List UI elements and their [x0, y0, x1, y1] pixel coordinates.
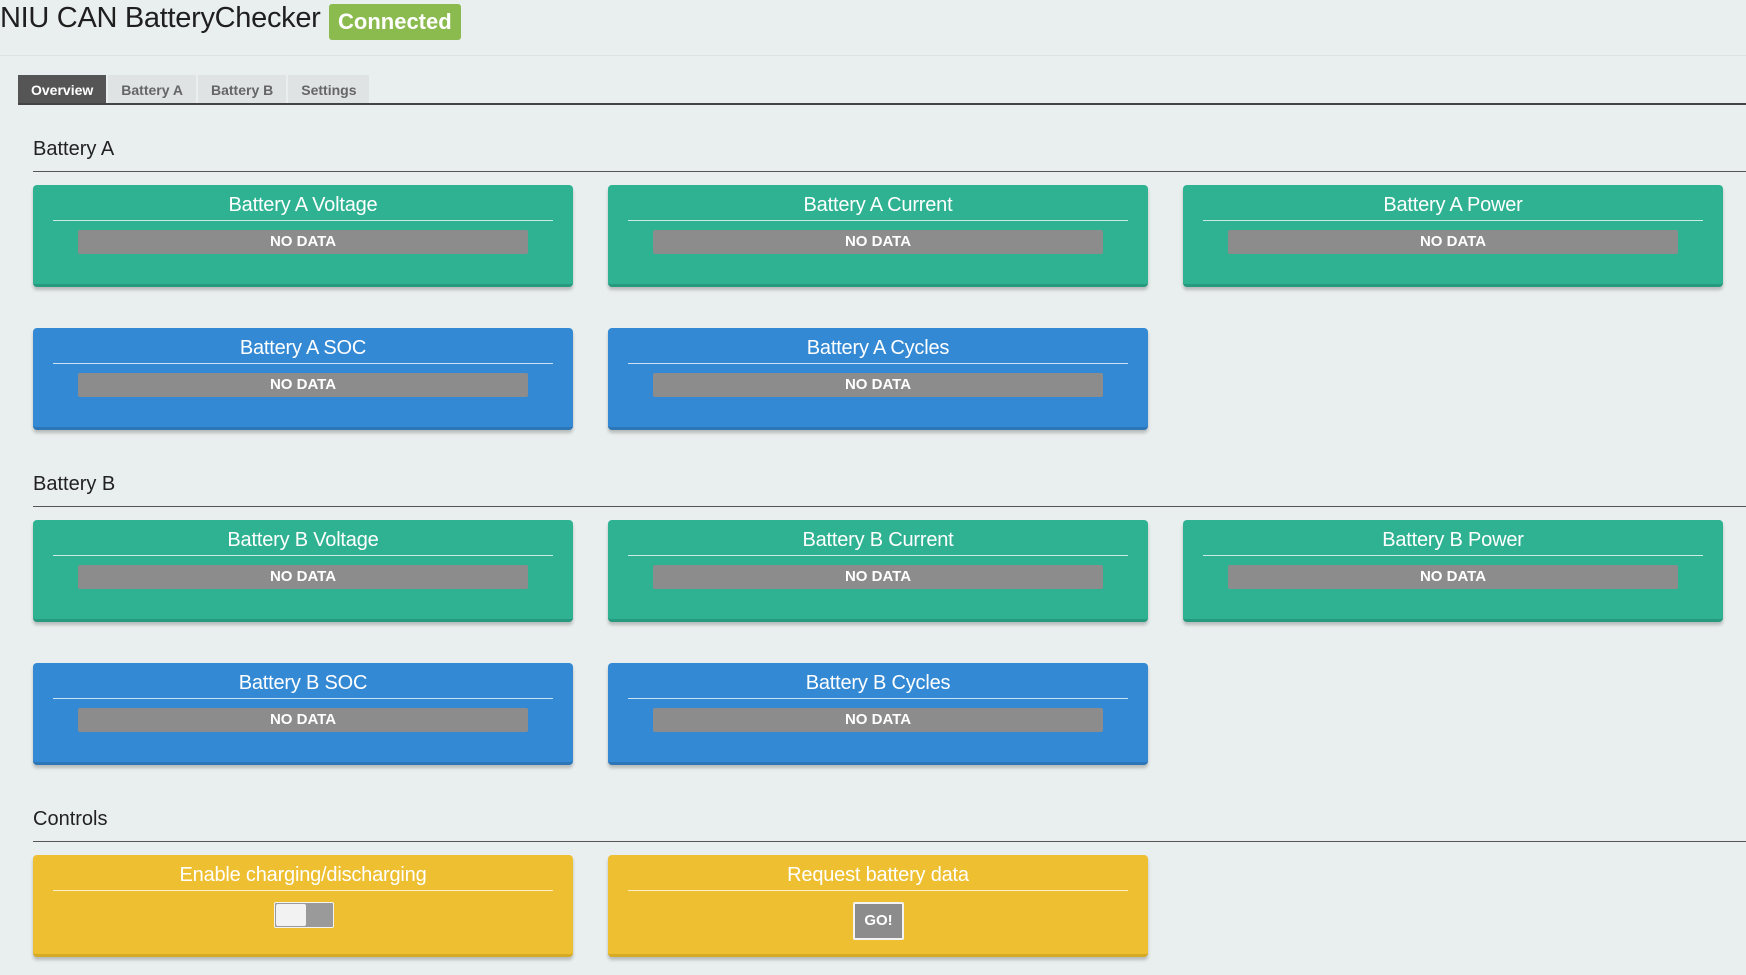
- card-title: Enable charging/discharging: [179, 864, 427, 886]
- card-divider: [628, 363, 1128, 364]
- battery-a-current-value: NO DATA: [653, 230, 1103, 254]
- tab-underline: [18, 103, 1746, 105]
- card-divider: [628, 555, 1128, 556]
- tab-bar: Overview Battery A Battery B Settings: [18, 75, 371, 105]
- card-battery-b-voltage: Battery B Voltage NO DATA: [33, 520, 573, 622]
- section-title-controls: Controls: [33, 808, 108, 830]
- charging-toggle-switch[interactable]: [274, 902, 334, 928]
- battery-a-soc-value: NO DATA: [78, 373, 528, 397]
- card-battery-a-soc: Battery A SOC NO DATA: [33, 328, 573, 430]
- card-divider: [1203, 555, 1703, 556]
- tab-settings[interactable]: Settings: [288, 75, 370, 105]
- section-divider: [33, 506, 1746, 507]
- section-title-battery-b: Battery B: [33, 473, 116, 495]
- app-header: NIU CAN BatteryChecker Connected: [0, 0, 1746, 56]
- card-divider: [53, 555, 553, 556]
- card-title: Battery B Current: [802, 529, 954, 551]
- connection-status-badge: Connected: [329, 4, 461, 40]
- battery-b-cycles-value: NO DATA: [653, 708, 1103, 732]
- battery-b-power-value: NO DATA: [1228, 565, 1678, 589]
- card-battery-a-current: Battery A Current NO DATA: [608, 185, 1148, 287]
- tab-battery-b[interactable]: Battery B: [198, 75, 287, 105]
- tab-battery-a[interactable]: Battery A: [108, 75, 196, 105]
- card-title: Battery A Voltage: [228, 194, 378, 216]
- card-divider: [53, 363, 553, 364]
- card-title: Battery A Cycles: [806, 337, 950, 359]
- card-title: Battery A Power: [1383, 194, 1523, 216]
- battery-b-voltage-value: NO DATA: [78, 565, 528, 589]
- card-title: Request battery data: [787, 864, 969, 886]
- card-title: Battery B Cycles: [805, 672, 951, 694]
- card-divider: [53, 698, 553, 699]
- card-enable-charging: Enable charging/discharging: [33, 855, 573, 957]
- battery-a-power-value: NO DATA: [1228, 230, 1678, 254]
- card-divider: [53, 220, 553, 221]
- section-title-battery-a: Battery A: [33, 138, 115, 160]
- card-battery-b-power: Battery B Power NO DATA: [1183, 520, 1723, 622]
- battery-b-current-value: NO DATA: [653, 565, 1103, 589]
- card-title: Battery B Voltage: [227, 529, 379, 551]
- toggle-knob: [276, 904, 306, 926]
- app-title: NIU CAN BatteryChecker: [0, 2, 321, 34]
- card-request-battery-data: Request battery data GO!: [608, 855, 1148, 957]
- card-title: Battery B SOC: [238, 672, 368, 694]
- card-divider: [1203, 220, 1703, 221]
- go-button[interactable]: GO!: [853, 902, 904, 940]
- card-title: Battery A Current: [803, 194, 953, 216]
- card-battery-a-cycles: Battery A Cycles NO DATA: [608, 328, 1148, 430]
- battery-a-voltage-value: NO DATA: [78, 230, 528, 254]
- section-divider: [33, 841, 1746, 842]
- section-divider: [33, 171, 1746, 172]
- card-battery-a-voltage: Battery A Voltage NO DATA: [33, 185, 573, 287]
- card-battery-b-soc: Battery B SOC NO DATA: [33, 663, 573, 765]
- card-divider: [628, 220, 1128, 221]
- tab-overview[interactable]: Overview: [18, 75, 107, 105]
- battery-a-cycles-value: NO DATA: [653, 373, 1103, 397]
- card-title: Battery B Power: [1382, 529, 1524, 551]
- card-battery-b-current: Battery B Current NO DATA: [608, 520, 1148, 622]
- card-battery-b-cycles: Battery B Cycles NO DATA: [608, 663, 1148, 765]
- card-divider: [628, 890, 1128, 891]
- card-divider: [53, 890, 553, 891]
- card-title: Battery A SOC: [239, 337, 367, 359]
- card-divider: [628, 698, 1128, 699]
- card-battery-a-power: Battery A Power NO DATA: [1183, 185, 1723, 287]
- battery-b-soc-value: NO DATA: [78, 708, 528, 732]
